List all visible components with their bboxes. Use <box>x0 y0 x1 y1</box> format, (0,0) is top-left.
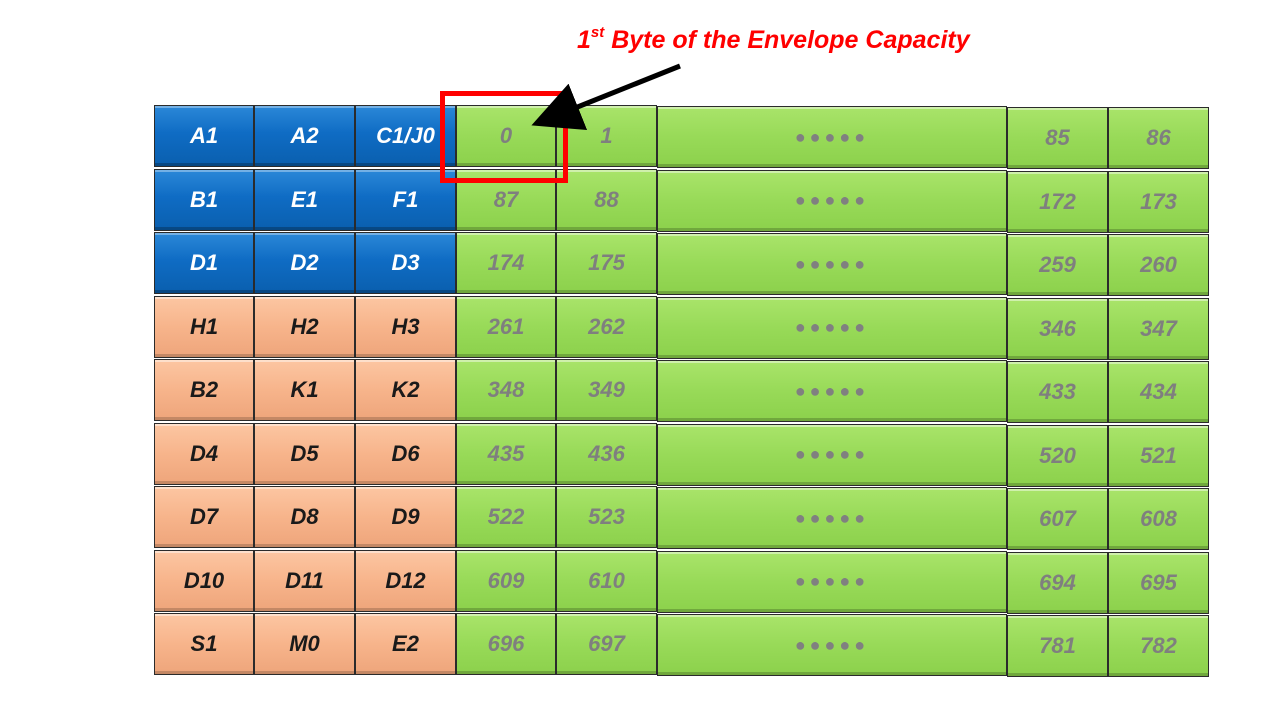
payload-byte-cell: 610 <box>556 549 657 612</box>
payload-ellipsis-cell: ●●●●● <box>657 233 1007 295</box>
overhead-byte-cell: D5 <box>254 422 355 485</box>
overhead-byte-cell: D2 <box>254 232 355 294</box>
payload-byte-cell: 87 <box>456 168 556 231</box>
payload-byte-cell: 522 <box>456 486 556 548</box>
payload-byte-cell: 436 <box>556 422 657 485</box>
payload-byte-cell: 694 <box>1007 551 1108 614</box>
payload-byte-cell: 0 <box>456 105 556 167</box>
payload-byte-cell: 86 <box>1108 107 1209 169</box>
payload-byte-cell: 433 <box>1007 361 1108 423</box>
payload-byte-cell: 349 <box>556 359 657 421</box>
overhead-byte-cell: E2 <box>355 613 456 675</box>
payload-byte-cell: 696 <box>456 613 556 675</box>
overhead-byte-cell: D9 <box>355 486 456 548</box>
payload-byte-cell: 174 <box>456 232 556 294</box>
overhead-byte-cell: D8 <box>254 486 355 548</box>
payload-byte-cell: 608 <box>1108 488 1209 550</box>
payload-ellipsis-cell: ●●●●● <box>657 550 1007 613</box>
annotation-title-superscript: st <box>590 24 605 41</box>
overhead-byte-cell: D1 <box>154 232 254 294</box>
overhead-byte-cell: M0 <box>254 613 355 675</box>
overhead-byte-cell: A1 <box>154 105 254 167</box>
payload-byte-cell: 697 <box>556 613 657 675</box>
payload-byte-cell: 85 <box>1007 107 1108 169</box>
overhead-byte-cell: H1 <box>154 295 254 358</box>
overhead-byte-cell: A2 <box>254 105 355 167</box>
payload-ellipsis-cell: ●●●●● <box>657 296 1007 359</box>
overhead-byte-cell: D4 <box>154 422 254 485</box>
overhead-byte-cell: H2 <box>254 295 355 358</box>
payload-byte-cell: 435 <box>456 422 556 485</box>
overhead-byte-cell: H3 <box>355 295 456 358</box>
overhead-byte-cell: D12 <box>355 549 456 612</box>
payload-byte-cell: 260 <box>1108 234 1209 296</box>
payload-byte-cell: 607 <box>1007 488 1108 550</box>
payload-byte-cell: 173 <box>1108 170 1209 233</box>
annotation-title: 1st Byte of the Envelope Capacity <box>577 24 970 55</box>
overhead-byte-cell: D7 <box>154 486 254 548</box>
overhead-byte-cell: F1 <box>355 168 456 231</box>
payload-ellipsis-cell: ●●●●● <box>657 423 1007 486</box>
payload-byte-cell: 434 <box>1108 361 1209 423</box>
payload-byte-cell: 261 <box>456 295 556 358</box>
payload-ellipsis-cell: ●●●●● <box>657 487 1007 549</box>
payload-byte-cell: 347 <box>1108 297 1209 360</box>
annotation-title-prefix: 1 <box>577 26 591 54</box>
payload-byte-cell: 782 <box>1108 615 1209 677</box>
overhead-byte-cell: K2 <box>355 359 456 421</box>
overhead-byte-cell: D3 <box>355 232 456 294</box>
payload-byte-cell: 88 <box>556 168 657 231</box>
payload-byte-cell: 175 <box>556 232 657 294</box>
overhead-byte-cell: C1/J0 <box>355 105 456 167</box>
payload-byte-cell: 348 <box>456 359 556 421</box>
payload-byte-cell: 346 <box>1007 297 1108 360</box>
payload-byte-cell: 781 <box>1007 615 1108 677</box>
overhead-byte-cell: B2 <box>154 359 254 421</box>
payload-byte-cell: 695 <box>1108 551 1209 614</box>
payload-byte-cell: 262 <box>556 295 657 358</box>
payload-byte-cell: 520 <box>1007 424 1108 487</box>
payload-byte-cell: 521 <box>1108 424 1209 487</box>
payload-byte-cell: 1 <box>556 105 657 167</box>
payload-byte-cell: 259 <box>1007 234 1108 296</box>
payload-ellipsis-cell: ●●●●● <box>657 169 1007 232</box>
payload-byte-cell: 609 <box>456 549 556 612</box>
overhead-byte-cell: E1 <box>254 168 355 231</box>
overhead-byte-cell: D11 <box>254 549 355 612</box>
payload-ellipsis-cell: ●●●●● <box>657 106 1007 168</box>
overhead-byte-cell: S1 <box>154 613 254 675</box>
annotation-title-text: Byte of the Envelope Capacity <box>604 26 970 54</box>
overhead-byte-cell: K1 <box>254 359 355 421</box>
payload-ellipsis-cell: ●●●●● <box>657 614 1007 676</box>
overhead-byte-cell: D10 <box>154 549 254 612</box>
overhead-byte-cell: D6 <box>355 422 456 485</box>
payload-ellipsis-cell: ●●●●● <box>657 360 1007 422</box>
overhead-byte-cell: B1 <box>154 168 254 231</box>
payload-byte-cell: 523 <box>556 486 657 548</box>
payload-byte-cell: 172 <box>1007 170 1108 233</box>
